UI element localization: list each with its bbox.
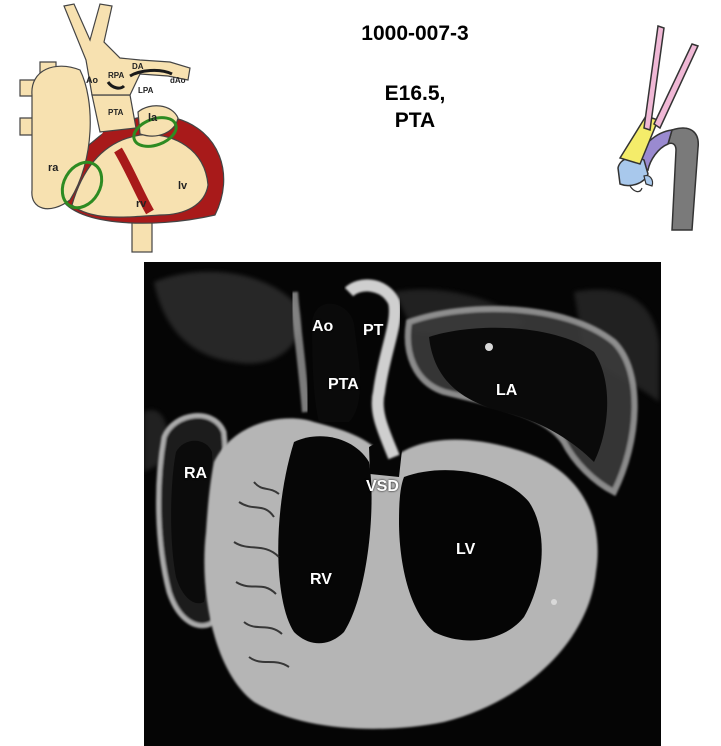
stage-label: E16.5, PTA — [300, 80, 530, 134]
heart-schematic: Ao RPA DA dAo LPA PTA la ra rv lv — [0, 0, 240, 260]
schematic-label-rv: rv — [136, 198, 147, 210]
schematic-label-rpa: RPA — [108, 71, 125, 80]
stage-line-2: PTA — [394, 109, 436, 132]
schematic-label-lv: lv — [178, 180, 188, 192]
stage-line-1: E16.5, — [384, 82, 446, 105]
vessel-schematic — [600, 18, 710, 243]
sample-id: 1000-007-3 — [361, 22, 469, 45]
schematic-label-ao: Ao — [86, 75, 98, 85]
scan-label-lv: LV — [456, 541, 476, 558]
schematic-label-da: DA — [132, 62, 144, 71]
heart-schematic-drawing — [19, 3, 225, 253]
scan-label-la: LA — [496, 382, 518, 399]
schematic-label-la: la — [148, 112, 158, 124]
vessel-schematic-drawing — [617, 25, 700, 231]
schematic-label-pta: PTA — [108, 108, 124, 117]
schematic-label-lpa: LPA — [138, 86, 154, 95]
scan-label-pta: PTA — [328, 376, 359, 393]
scan-label-ra: RA — [184, 465, 208, 482]
schematic-label-ra: ra — [48, 162, 59, 174]
scan-image — [144, 262, 661, 746]
scan-label-vsd: VSD — [366, 478, 399, 495]
scan-label-rv: RV — [310, 571, 332, 588]
schematic-label-dao: dAo — [170, 76, 186, 85]
scan-label-pt: PT — [363, 322, 384, 339]
scan-label-ao: Ao — [312, 318, 334, 335]
micro-ct-scan: Ao PT PTA LA RA VSD RV LV — [144, 262, 661, 746]
